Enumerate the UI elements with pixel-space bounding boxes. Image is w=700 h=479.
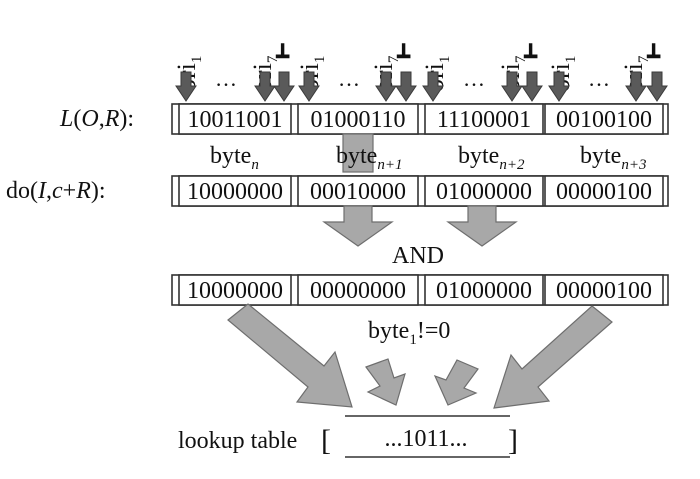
register-cell — [297, 175, 419, 207]
connector-bar — [342, 133, 374, 173]
byte-label: byten+2 — [458, 143, 525, 173]
diagonal-arrow-icon — [493, 305, 613, 409]
diagonal-arrow-icon — [227, 303, 353, 408]
register-cell — [297, 274, 419, 306]
register-cell — [178, 175, 292, 207]
label-group: ori1 … ori7 ┻ — [172, 43, 290, 92]
cell-value: 00100100 — [556, 107, 652, 133]
down-arrow-icon — [646, 71, 668, 102]
cell-value: 00010000 — [310, 179, 406, 205]
and-operator-label: AND — [392, 243, 444, 269]
byte-label: byten — [210, 143, 259, 173]
cell-value: 10000000 — [187, 179, 283, 205]
cell-value: 10011001 — [187, 107, 282, 133]
do-row-label: do(I,c+R): — [6, 178, 106, 204]
ellipsis-label: … — [215, 66, 237, 91]
down-arrow-icon — [446, 205, 518, 247]
open-bracket: [ — [321, 424, 331, 457]
register-cell — [424, 103, 544, 135]
do-row-register: 10000000 00010000 01000000 00000100 — [171, 175, 669, 207]
register-cell — [178, 274, 292, 306]
L-row-label: L(O,R): — [59, 106, 134, 132]
down-arrow-icon — [175, 71, 197, 102]
bit-marker-label: ┻ — [646, 43, 661, 69]
down-arrow-icon — [254, 71, 276, 102]
down-arrow-icon — [625, 71, 647, 102]
byte-label: byten+1 — [336, 143, 402, 173]
bit-marker-label: ┻ — [523, 43, 538, 69]
lookup-table: lookup table [ ...1011... ] — [178, 415, 518, 458]
down-arrow-icon — [501, 71, 523, 102]
down-arrow-icon — [395, 71, 417, 102]
cell-value: 00000000 — [310, 278, 406, 304]
byte-labels: byten byten+1 byten+2 byten+3 — [210, 143, 646, 173]
diagonal-arrow-icon — [433, 359, 479, 406]
register-cell — [178, 103, 292, 135]
register-cell — [544, 103, 664, 135]
down-arrow-icon — [422, 71, 444, 102]
ellipsis-label: … — [338, 66, 360, 91]
down-arrow-icon — [521, 71, 543, 102]
cell-value: 01000000 — [436, 179, 532, 205]
orientation-labels: ori1 … ori7 ┻ ori1 … ori7 ┻ ori1 … ori7 … — [172, 43, 661, 92]
cell-value: 00000100 — [556, 278, 652, 304]
diagonal-arrow-icon — [365, 358, 406, 406]
orientation-arrows — [175, 71, 668, 102]
lookup-table-label: lookup table — [178, 428, 297, 454]
register-cell — [297, 103, 419, 135]
ellipsis-label: … — [463, 66, 485, 91]
register-cell — [544, 274, 664, 306]
bit-marker-label: ┻ — [275, 43, 290, 69]
cell-value: 11100001 — [437, 107, 531, 133]
register-cell — [424, 274, 544, 306]
down-arrow-icon — [298, 71, 320, 102]
lookup-table-value: ...1011... — [384, 426, 467, 452]
cell-value: 01000110 — [310, 107, 405, 133]
bit-marker-label: ┻ — [396, 43, 411, 69]
ellipsis-label: … — [588, 66, 610, 91]
close-bracket: ] — [508, 424, 518, 457]
down-arrow-icon — [548, 71, 570, 102]
byte-label: byten+3 — [580, 143, 646, 173]
L-row-register: 10011001 01000110 11100001 00100100 — [171, 103, 669, 135]
register-cell — [544, 175, 664, 207]
cell-value: 01000000 — [436, 278, 532, 304]
nonzero-check-label: byte1!=0 — [368, 318, 450, 348]
down-arrow-icon — [322, 205, 394, 247]
down-arrow-icon — [375, 71, 397, 102]
converging-arrows — [227, 303, 613, 409]
result-row-register: 10000000 00000000 01000000 00000100 — [171, 274, 669, 306]
down-arrow-icon — [273, 71, 295, 102]
cell-value: 10000000 — [187, 278, 283, 304]
register-cell — [424, 175, 544, 207]
cell-value: 00000100 — [556, 179, 652, 205]
